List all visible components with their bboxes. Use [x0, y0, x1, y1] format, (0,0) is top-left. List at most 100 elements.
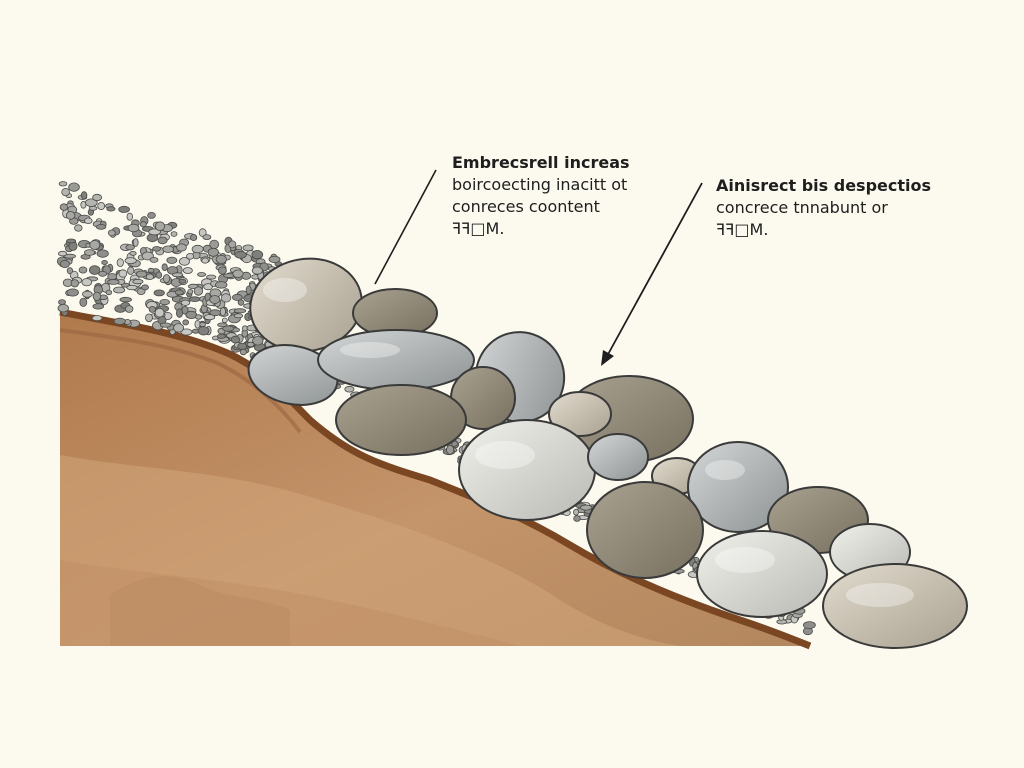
gravel-pebble — [132, 238, 139, 247]
gravel-pebble — [232, 269, 244, 278]
gravel-pebble — [66, 238, 77, 244]
gravel-pebble — [80, 191, 88, 200]
gravel-pebble — [113, 317, 126, 325]
gravel-pebble — [573, 508, 580, 516]
callout-2-arrowhead — [601, 350, 614, 366]
gravel-pebble — [124, 305, 134, 313]
gravel-pebble — [101, 259, 108, 265]
gravel-pebble — [446, 444, 455, 455]
gravel-pebble — [170, 231, 178, 237]
gravel-pebble — [175, 308, 183, 318]
gravel-pebble — [176, 243, 187, 252]
gravel-pebble — [107, 279, 120, 285]
gravel-pebble — [92, 291, 102, 301]
boulder — [317, 329, 475, 391]
gravel-pebble — [155, 271, 163, 279]
gravel-pebble — [145, 273, 154, 280]
gravel-pebble — [344, 385, 355, 393]
gravel-pebble — [252, 336, 264, 346]
gravel-pebble — [153, 289, 165, 297]
gravel-pebble — [98, 270, 107, 277]
gravel-pebble — [162, 245, 175, 253]
boulder — [587, 433, 649, 481]
boulder — [247, 344, 339, 406]
gravel-pebble — [178, 278, 187, 284]
gravel-pebble — [228, 240, 237, 249]
gravel-pebble — [97, 201, 106, 210]
gravel-pebble — [239, 348, 247, 356]
gravel-pebble — [74, 224, 83, 232]
gravel-pebble — [135, 270, 148, 278]
gravel-pebble — [82, 290, 93, 298]
gravel-pebble — [89, 240, 101, 250]
gravel-pebble — [174, 289, 184, 296]
gravel-pebble — [149, 256, 159, 263]
gravel-pebble — [59, 203, 69, 211]
gravel-pebble — [206, 274, 217, 280]
gravel-pebble — [152, 246, 162, 252]
callout-1-line-3: conreces coontent — [452, 197, 600, 216]
gravel-pebble — [57, 250, 68, 257]
gravel-pebble — [124, 257, 137, 265]
gravel-pebble — [182, 319, 190, 326]
gravel-pebble — [157, 236, 168, 245]
gravel-pebble — [803, 621, 816, 629]
gravel-pebble — [209, 295, 221, 304]
gravel-pebble — [79, 297, 88, 307]
gravel-pebble — [162, 274, 171, 283]
boulder — [822, 563, 968, 649]
gravel-pebble — [91, 315, 103, 322]
gravel-pebble — [234, 250, 247, 259]
gravel-pebble — [221, 317, 228, 323]
gravel-pebble — [105, 289, 113, 296]
gravel-pebble — [126, 212, 133, 221]
gravel-pebble — [237, 299, 245, 306]
gravel-pebble — [92, 303, 105, 310]
gravel-pebble — [216, 333, 226, 339]
gravel-pebble — [159, 322, 172, 328]
gravel-pebble — [57, 304, 70, 313]
gravel-pebble — [180, 299, 191, 306]
gravel-pebble — [215, 254, 227, 264]
boulder-highlights — [263, 278, 914, 607]
callout-1-leader-line — [374, 169, 437, 285]
gravel-pebble — [132, 278, 144, 285]
gravel-pebble — [148, 305, 156, 313]
gravel-pebble — [193, 286, 204, 296]
gravel-pebble — [78, 266, 88, 274]
gravel-pebble — [201, 257, 209, 264]
gravel-pebble — [154, 307, 165, 318]
gravel-pebble — [66, 288, 79, 297]
gravel-pebble — [197, 272, 207, 277]
callout-2-line-1: Ainisrect bis despectios — [716, 176, 932, 195]
gravel-pebble — [61, 188, 70, 197]
boulder — [335, 384, 467, 456]
gravel-pebble — [126, 284, 138, 291]
callout-2-line-3: ꟻꟻ□M. — [716, 220, 769, 239]
gravel-pebble — [203, 283, 213, 291]
gravel-pebble — [127, 223, 140, 233]
gravel-pebble — [173, 323, 185, 333]
gravel-pebble — [186, 252, 195, 260]
gravel-pebble — [191, 244, 204, 254]
gravel-pebble — [148, 228, 161, 236]
gravel-pebble — [58, 299, 66, 306]
gravel-pebble — [172, 272, 184, 278]
gravel-pebble — [81, 278, 93, 287]
gravel-pebble — [209, 239, 220, 250]
boulder — [249, 257, 363, 353]
gravel-pebble — [219, 307, 226, 317]
gravel-pebble — [68, 182, 80, 192]
boulder — [696, 530, 828, 618]
callout-1-line-1: Embrecsrell increas — [452, 153, 630, 172]
gravel-pebble — [95, 224, 107, 230]
gravel-pebble — [159, 298, 170, 306]
gravel-pebble — [268, 255, 281, 263]
gravel-pebble — [251, 266, 263, 275]
gravel-pebble — [161, 263, 168, 272]
gravel-pebble — [230, 335, 241, 344]
gravel-pebble — [222, 325, 235, 332]
gravel-pebble — [220, 293, 232, 303]
gravel-pebble — [573, 515, 581, 522]
